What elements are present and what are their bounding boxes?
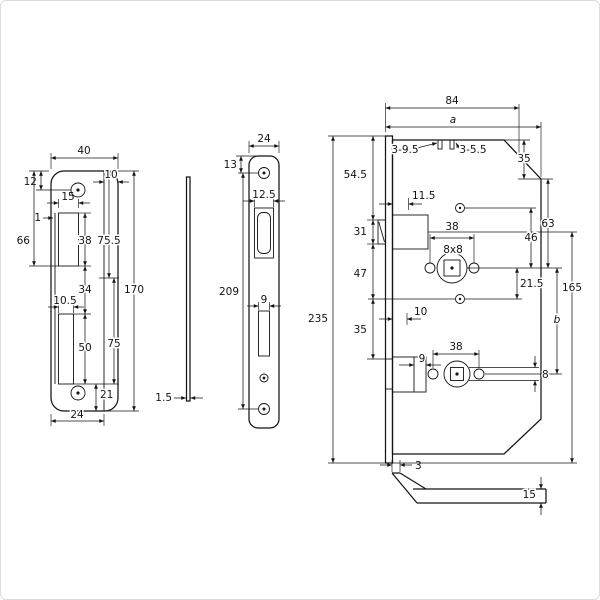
lip-inner-line — [399, 472, 427, 490]
dim-mid-to-bolt: 35 — [354, 324, 367, 336]
faceplate-fixing-hole-center — [262, 376, 266, 380]
dim-bolt-step: 9 — [419, 353, 426, 365]
latch-bolt-head — [377, 219, 386, 245]
dim-strike-plate-width: 24 — [70, 409, 84, 421]
case-extension-lines — [328, 103, 577, 464]
lock-faceplate-edge — [384, 135, 394, 464]
mid-fixing-post — [455, 294, 465, 304]
follower-square-hole — [443, 259, 461, 277]
dim-faceplate-width: 24 — [257, 133, 271, 145]
lock-case-outline — [391, 139, 542, 455]
case-dimension-lines — [331, 106, 574, 463]
strike-bottom-hole-center — [76, 391, 80, 395]
dim-hub-square: 8 — [542, 369, 549, 381]
latch-bevel-line — [378, 221, 385, 243]
latch-bolt-face — [257, 212, 271, 254]
dim-strike-latch-cutout-width: 15 — [61, 191, 74, 203]
dim-total-height: 235 — [308, 313, 328, 325]
strike-bolt-cutout — [58, 313, 74, 385]
dim-lip-width: 15 — [523, 489, 536, 501]
lock-case-view: 84 a 3-9.5 3-5.5 35 54.5 11.5 63 31 38 4… — [308, 94, 584, 464]
dim-faceplate-top-hole-offset: 13 — [224, 159, 237, 171]
dim-strike-total-width: 40 — [77, 145, 90, 157]
lower-left-hole — [427, 368, 439, 380]
dim-front-inset: 11.5 — [412, 190, 435, 202]
faceplate-bottom-screw-hole — [258, 403, 270, 415]
strike-bottom-screw-hole — [70, 385, 86, 401]
dim-slot-left: 3-9.5 — [391, 144, 418, 156]
upper-fixing-post — [455, 203, 465, 213]
latch-housing — [392, 214, 429, 250]
dim-case-depth: 84 — [445, 95, 459, 107]
dim-strike-edge-gap: 1 — [34, 212, 41, 224]
dim-backset-a: a — [450, 114, 456, 126]
dim-centre-distance-b: b — [554, 314, 561, 326]
strike-dimension-lines — [32, 156, 136, 423]
dim-bolt-inset: 10 — [414, 306, 427, 318]
dim-case-height: 165 — [562, 282, 582, 294]
dim-strike-bottom-edge: 21 — [100, 389, 113, 401]
dim-strike-thickness: 1.5 — [155, 392, 172, 404]
dim-top-to-latch: 54.5 — [344, 169, 367, 181]
dim-latch-height: 31 — [354, 226, 367, 238]
lower-hub — [443, 360, 471, 388]
strike-plate-side-view: 1.5 — [155, 176, 203, 404]
strike-side-profile — [185, 176, 191, 402]
dim-strike-bolt-cutout-height: 50 — [78, 342, 91, 354]
lip-outer-line — [391, 472, 418, 504]
case-top-slot-left — [437, 139, 443, 150]
dim-upper-right: 63 — [541, 218, 554, 230]
lower-hub-square-hole — [450, 367, 464, 381]
lower-right-hole — [473, 368, 485, 380]
faceplate-dimension-lines — [239, 144, 285, 409]
follower-left-hole — [424, 262, 436, 274]
faceplate-top-screw-hole — [258, 167, 270, 179]
dim-strike-latch-cutout-height: 38 — [78, 235, 91, 247]
case-top-slot-right — [449, 139, 455, 150]
dim-case-top-right: 35 — [517, 153, 530, 165]
lower-hub-center — [455, 372, 459, 376]
faceplate-top-hole-center — [262, 171, 266, 175]
faceplate-outline — [248, 155, 280, 429]
faceplate-lip-detail: 3 15 — [380, 460, 547, 515]
dim-strike-total-length: 170 — [124, 284, 144, 296]
faceplate-bottom-hole-center — [262, 407, 266, 411]
dim-follower-square: 8x8 — [443, 244, 463, 256]
dim-post-to-follower: 46 — [524, 232, 538, 244]
dim-follower-to-post: 21.5 — [520, 278, 543, 290]
faceplate-extension-lines — [236, 141, 280, 410]
upper-post-center — [458, 206, 462, 210]
dim-strike-bolt-cutout-width: 10.5 — [53, 295, 76, 307]
dim-strike-top-hole-offset: 12 — [24, 176, 37, 188]
dim-strike-lip-width: 10 — [104, 169, 117, 181]
deadbolt-body — [392, 356, 427, 393]
strike-plate-front-view: 40 12 10 15 66 1 38 75.5 34 170 10.5 50 … — [17, 144, 146, 426]
dim-faceplate-hole-distance: 209 — [219, 286, 239, 298]
dim-strike-lower-length: 75 — [107, 338, 120, 350]
dim-latch-to-mid: 47 — [354, 268, 367, 280]
dim-lower-hole-spacing: 38 — [449, 341, 462, 353]
dim-faceplate-bolt-opening-width: 9 — [261, 294, 268, 306]
mid-post-center — [458, 297, 462, 301]
strike-latch-cutout — [58, 212, 79, 267]
dim-slot-right: 3-5.5 — [459, 144, 486, 156]
faceplate-latch-opening — [254, 207, 274, 259]
faceplate-bolt-opening — [258, 310, 270, 357]
dim-strike-upper-length: 75.5 — [97, 235, 120, 247]
dim-upper-hole-spacing: 38 — [445, 221, 458, 233]
dim-lip-thickness: 3 — [415, 460, 422, 472]
follower-center — [450, 266, 454, 270]
dim-faceplate-latch-opening-width: 12.5 — [252, 189, 275, 201]
strike-top-hole-center — [76, 188, 80, 192]
faceplate-front-view: 24 13 12.5 209 9 — [217, 133, 285, 429]
strike-plate-outline — [50, 170, 119, 412]
dim-strike-top-to-cutout: 66 — [17, 235, 31, 247]
faceplate-fixing-hole — [259, 373, 269, 383]
dim-strike-between-cutouts: 34 — [78, 284, 92, 296]
